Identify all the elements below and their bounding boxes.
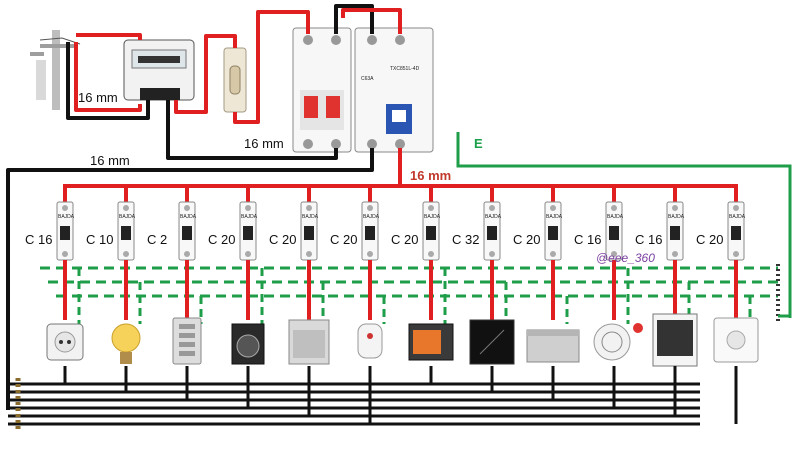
circuit-7: BAJDA C 20 [391,186,454,384]
mcb-breaker: BAJDA [300,201,319,261]
breaker-brand-label: BAJDA [363,214,380,220]
socket-outlet-icon [46,323,84,361]
utility-pole-icon [30,30,81,110]
phase-busbar-wire [63,184,738,200]
breaker-brand-label: BAJDA [58,214,75,220]
breaker-rating-label: C 20 [391,232,418,247]
circuit-3: BAJDA C 2 [147,186,203,400]
breaker-rating-label: C 16 [635,232,662,247]
light-bulb-icon [111,323,141,364]
breaker-brand-label: BAJDA [607,214,624,220]
air-conditioner-icon [593,323,643,361]
watermark: @eee_360 [596,251,655,265]
circuit-2: BAJDA C 10 [86,186,142,392]
mcb-breaker: BAJDA [178,201,197,261]
breaker-brand-label: BAJDA [241,214,258,220]
earth-main-wire [456,132,792,318]
circuit-10: BAJDA C 16 [574,186,643,408]
washing-machine-icon [231,323,265,365]
intercom-icon [172,317,202,365]
rcd-model-label: TXC851L-4D [390,66,420,72]
neutral-distribution [8,378,700,430]
rcd-switch-icon [354,27,434,153]
oven-icon [408,323,454,361]
circuit-8: BAJDA C 32 [452,186,515,392]
rcd-rating-label: C63A [361,76,374,82]
neutral-size-label: 16 mm [90,153,130,168]
breaker-rating-label: C 20 [330,232,357,247]
breaker-brand-label: BAJDA [302,214,319,220]
mcb-breaker: BAJDA [666,201,685,261]
circuit-5: BAJDA C 20 [269,186,330,416]
breaker-brand-label: BAJDA [119,214,136,220]
breaker-brand-label: BAJDA [180,214,197,220]
fuse-holder-icon [223,47,247,113]
phase-busbar [63,184,738,200]
circuit-1: BAJDA C 16 [25,186,84,384]
circuit-6: BAJDA C 20 [330,186,386,424]
mcb-breaker: BAJDA [56,201,75,261]
feed-size-label: 16 mm [78,90,118,105]
mcb-breaker: BAJDA [544,201,563,261]
supply-wiring [6,4,402,410]
main-breaker-icon [292,27,352,153]
circuit-11: BAJDA C 16 [635,186,698,416]
mcb-breaker: BAJDA [422,201,441,261]
circuit-9: BAJDA C 20 [513,186,580,400]
breaker-rating-label: C 16 [574,232,601,247]
breaker-brand-label: BAJDA [485,214,502,220]
mcb-breaker: BAJDA [605,201,624,261]
breaker-rating-label: C 20 [696,232,723,247]
breaker-brand-label: BAJDA [546,214,563,220]
switch-size-label: 16 mm [244,136,284,151]
mcb-breaker: BAJDA [727,201,746,261]
breaker-brand-label: BAJDA [729,214,746,220]
dishwasher-icon [288,319,330,365]
earth-distribution [40,264,790,322]
breaker-rating-label: C 16 [25,232,52,247]
mcb-breaker: BAJDA [117,201,136,261]
mcb-breaker: BAJDA [483,201,502,261]
earth-label: E [474,136,483,151]
breaker-brand-label: BAJDA [424,214,441,220]
breaker-rating-label: C 20 [513,232,540,247]
breaker-rating-label: C 20 [269,232,296,247]
breaker-rating-label: C 20 [208,232,235,247]
breaker-rating-label: C 32 [452,232,479,247]
circuit-4: BAJDA C 20 [208,186,265,408]
circuit-12: BAJDA C 20 [696,186,759,424]
mcb-breaker: BAJDA [361,201,380,261]
water-heater-icon [357,323,383,359]
breaker-rating-label: C 2 [147,232,167,247]
chest-freezer-icon [526,329,580,363]
busbar-size-label: 16 mm [410,168,451,183]
window-blind-icon [652,313,698,367]
breaker-brand-label: BAJDA [668,214,685,220]
induction-hob-icon [469,319,515,365]
universal-socket-icon [713,317,759,363]
breaker-rating-label: C 10 [86,232,113,247]
energy-meter-icon [123,39,195,101]
mcb-breaker: BAJDA [239,201,258,261]
